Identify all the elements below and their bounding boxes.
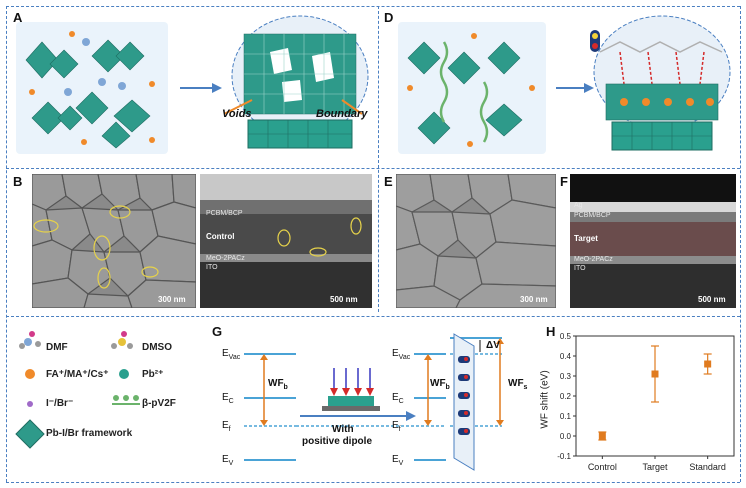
y-tick-label: 0.4 bbox=[560, 352, 572, 361]
scale-bar-e: 300 nm bbox=[520, 295, 548, 304]
label-f-layer4: ITO bbox=[574, 265, 586, 272]
label-wfs: WFs bbox=[508, 378, 528, 391]
panel-g-diagram bbox=[244, 333, 504, 471]
label-wfb-right: WFb bbox=[430, 378, 450, 391]
legend-halides: I⁻/Br⁻ bbox=[46, 398, 74, 409]
divider-ab bbox=[6, 168, 740, 169]
dmf-icon bbox=[19, 331, 41, 349]
label-f-layer3: MeO-2PACz bbox=[574, 256, 613, 263]
polymer-icon bbox=[112, 395, 140, 405]
sem-image-e bbox=[396, 174, 556, 308]
y-tick-label: 0.2 bbox=[560, 392, 572, 401]
label-ef-right: Ef bbox=[392, 420, 401, 433]
panel-label-a: A bbox=[13, 10, 23, 25]
label-evac-left: EVac bbox=[222, 348, 241, 361]
framework-icon bbox=[15, 419, 45, 449]
label-ev-left: EV bbox=[222, 454, 234, 467]
panel-label-b: B bbox=[13, 174, 23, 189]
frame-top bbox=[6, 6, 740, 7]
voids-label: Voids bbox=[222, 108, 252, 120]
label-ef-left: Ef bbox=[222, 420, 231, 433]
panel-a-illustration bbox=[16, 15, 369, 154]
panel-label-f: F bbox=[560, 174, 568, 189]
cation-icon bbox=[25, 369, 35, 379]
label-f-layer2: Target bbox=[574, 234, 598, 243]
label-dipole-2: positive dipole bbox=[302, 436, 373, 447]
panel-d-illustration bbox=[398, 15, 731, 154]
divider-horizontal bbox=[6, 316, 740, 317]
scale-bar-c: 500 nm bbox=[330, 295, 358, 304]
halide-icon bbox=[27, 401, 33, 407]
label-dipole-1: With bbox=[332, 424, 354, 435]
x-tick-label: Standard bbox=[689, 462, 726, 472]
label-ec-right: EC bbox=[392, 392, 404, 405]
legend-dmf: DMF bbox=[46, 342, 68, 353]
x-tick-label: Target bbox=[642, 462, 668, 472]
label-evac-right: EVac bbox=[392, 348, 411, 361]
frame-bottom bbox=[6, 482, 740, 483]
data-point bbox=[704, 360, 712, 368]
sem-image-c bbox=[200, 174, 372, 308]
perovskite-dipole-icon bbox=[322, 368, 380, 411]
label-ec-left: EC bbox=[222, 392, 234, 405]
label-wfb-left: WFb bbox=[268, 378, 288, 391]
y-tick-label: 0.3 bbox=[560, 372, 572, 381]
frame-right bbox=[740, 6, 741, 482]
divider-vertical-top bbox=[378, 6, 379, 312]
panel-label-d: D bbox=[384, 10, 394, 25]
panel-label-g: G bbox=[212, 324, 223, 339]
label-f-layer0: Ag bbox=[574, 202, 583, 209]
data-point bbox=[598, 432, 606, 440]
chart-ylabel: WF shift (eV) bbox=[539, 370, 551, 429]
y-tick-label: 0.0 bbox=[560, 432, 572, 441]
label-ev-right: EV bbox=[392, 454, 404, 467]
data-point bbox=[651, 370, 659, 378]
scale-bar-f: 500 nm bbox=[698, 295, 726, 304]
legend-pb: Pb²⁺ bbox=[142, 369, 164, 380]
legend-polymer: β-pV2F bbox=[142, 398, 176, 409]
x-tick-label: Control bbox=[588, 462, 617, 472]
label-f-layer1: PCBM/BCP bbox=[574, 212, 611, 219]
boundary-label: Boundary bbox=[316, 108, 368, 120]
label-c-layer2: Control bbox=[206, 232, 235, 241]
legend-dmso: DMSO bbox=[142, 342, 172, 353]
scale-bar-b: 300 nm bbox=[158, 295, 186, 304]
legend-framework: Pb-I/Br framework bbox=[46, 428, 133, 439]
frame-left bbox=[6, 6, 7, 482]
sem-image-f bbox=[570, 174, 736, 308]
label-c-layer3: MeO-2PACz bbox=[206, 255, 245, 262]
sem-image-b bbox=[32, 174, 196, 308]
label-c-layer4: ITO bbox=[206, 264, 218, 271]
panel-label-e: E bbox=[384, 174, 393, 189]
pb-icon bbox=[119, 369, 129, 379]
label-delta-v: ΔV bbox=[486, 340, 500, 351]
dmso-icon bbox=[111, 331, 133, 349]
panel-label-h: H bbox=[546, 324, 556, 339]
y-tick-label: 0.1 bbox=[560, 412, 572, 421]
legend-icons bbox=[15, 331, 140, 449]
legend-cations: FA⁺/MA⁺/Cs⁺ bbox=[46, 369, 109, 380]
label-c-layer1: PCBM/BCP bbox=[206, 210, 243, 217]
y-tick-label: -0.1 bbox=[557, 452, 571, 461]
y-tick-label: 0.5 bbox=[560, 332, 572, 341]
